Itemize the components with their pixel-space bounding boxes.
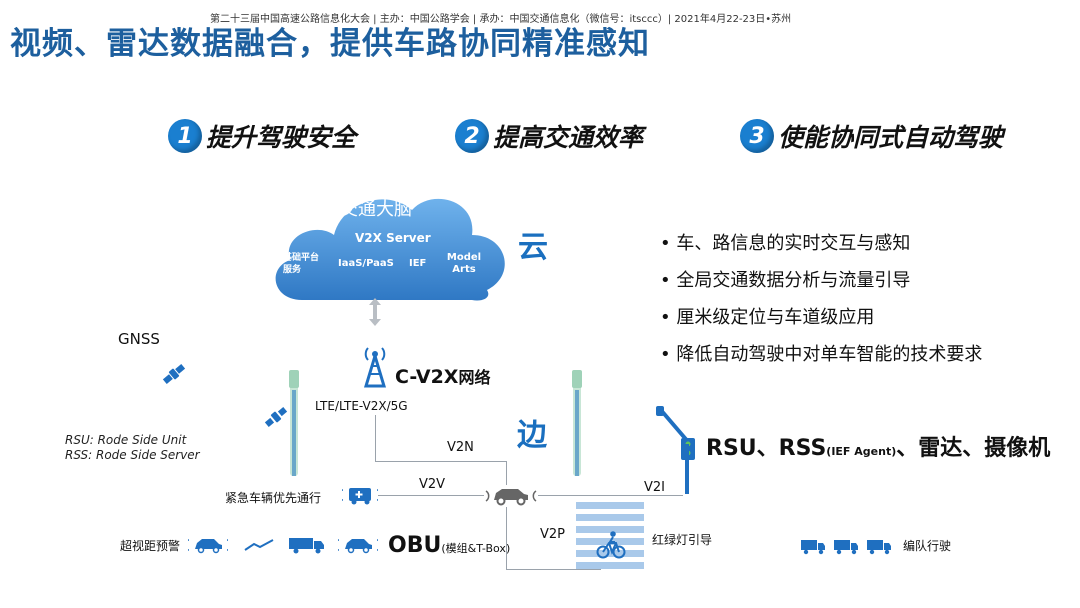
bullet-text: 全局交通数据分析与流量引导 (676, 270, 911, 291)
goal-3: 3 使能协同式自动驾驶 (740, 118, 1003, 154)
v2v-line (378, 495, 484, 496)
platoon-label: 编队行驶 (903, 539, 952, 553)
bullet-text: 车、路信息的实时交互与感知 (676, 233, 911, 254)
connected-car-icon (485, 489, 537, 506)
goal-number: 3 (740, 119, 774, 153)
double-arrow-icon (369, 298, 381, 326)
cloud-service-label: IaaS/PaaS (338, 258, 394, 269)
list-item: • 降低自动驾驶中对单车智能的技术要求 (660, 344, 983, 365)
cloud-service-label: IEF (409, 258, 427, 269)
cloud-brain-label: 交通大脑 (340, 199, 412, 220)
obu-text: OBU (388, 533, 442, 558)
rsu-note: RSU: Rode Side Unit (65, 433, 187, 447)
cyclist-icon (596, 531, 626, 559)
v2n-line (375, 461, 507, 462)
goal-number: 1 (168, 119, 202, 153)
v2p-label: V2P (540, 527, 566, 542)
conference-banner: 第二十三届中国高速公路信息化大会 | 主办：中国公路学会 | 承办：中国交通信息… (210, 14, 792, 25)
cv2x-network-label: C-V2X网络 (395, 364, 490, 388)
ambulance-icon (342, 488, 378, 505)
cv2x-suffix: 网络 (458, 368, 491, 387)
connected-car-icon (338, 539, 378, 554)
page-title: 视频、雷达数据融合，提供车路协同精准感知 (10, 26, 650, 62)
v2p-line (506, 507, 507, 570)
cloud-service-label: Model Arts (446, 252, 482, 275)
goal-label: 使能协同式自动驾驶 (778, 123, 1004, 152)
traffic-light-icon (656, 406, 695, 494)
rss-note: RSS: Rode Side Server (65, 448, 200, 462)
rsu-text: RSU、RSS (706, 436, 827, 461)
obu-label: OBU(模组&T-Box) (388, 533, 510, 558)
beyond-sight-label: 超视距预警 (120, 539, 181, 553)
goal-label: 提升驾驶安全 (206, 123, 357, 152)
goal-2: 2 提高交通效率 (455, 118, 643, 154)
roadside-pole-icon (289, 370, 299, 476)
v2n-line (506, 461, 507, 485)
list-item: • 厘米级定位与车道级应用 (660, 307, 875, 328)
goal-number: 2 (455, 119, 489, 153)
signal-wave-icon (244, 539, 274, 551)
benefit-list: • 车、路信息的实时交互与感知 • 全局交通数据分析与流量引导 • 厘米级定位与… (660, 225, 982, 373)
cloud-service-label: 基础平台服务 (283, 253, 320, 275)
bullet-text: 降低自动驾驶中对单车智能的技术要求 (676, 344, 983, 365)
v2n-line (375, 415, 376, 462)
list-item: • 车、路信息的实时交互与感知 (660, 233, 911, 254)
satellite-icon (162, 363, 186, 385)
cloud-server-label: V2X Server (355, 231, 431, 245)
satellite-icon (264, 406, 288, 428)
cv2x-text: C-V2X (395, 366, 459, 388)
cell-tower-icon (363, 347, 387, 388)
v2i-label: V2I (644, 480, 665, 495)
platoon-trucks-icon (801, 540, 891, 555)
connected-car-icon (188, 539, 228, 554)
bullet-text: 厘米级定位与车道级应用 (676, 307, 875, 328)
traffic-light-guidance-label: 红绿灯引导 (652, 533, 713, 547)
v2n-label: V2N (447, 440, 474, 455)
edge-side-label: 边 (517, 418, 547, 453)
goal-label: 提高交通效率 (493, 123, 644, 152)
v2v-label: V2V (419, 477, 446, 492)
rsu-rss-label: RSU、RSS(IEF Agent)、雷达、摄像机 (706, 430, 1050, 462)
lte-label: LTE/LTE-V2X/5G (315, 399, 408, 413)
roadside-pole-icon (572, 370, 582, 476)
cloud-icon (275, 198, 505, 301)
goal-1: 1 提升驾驶安全 (168, 118, 356, 154)
sensor-text: 、雷达、摄像机 (896, 436, 1051, 461)
ief-agent-text: (IEF Agent) (826, 445, 897, 458)
v2p-line (506, 569, 601, 570)
gnss-label: GNSS (118, 330, 160, 348)
emergency-label: 紧急车辆优先通行 (225, 491, 322, 505)
list-item: • 全局交通数据分析与流量引导 (660, 270, 911, 291)
truck-icon (289, 538, 324, 554)
v2i-line (538, 495, 683, 496)
cloud-side-label: 云 (518, 230, 548, 265)
obu-sub-text: (模组&T-Box) (441, 542, 511, 555)
